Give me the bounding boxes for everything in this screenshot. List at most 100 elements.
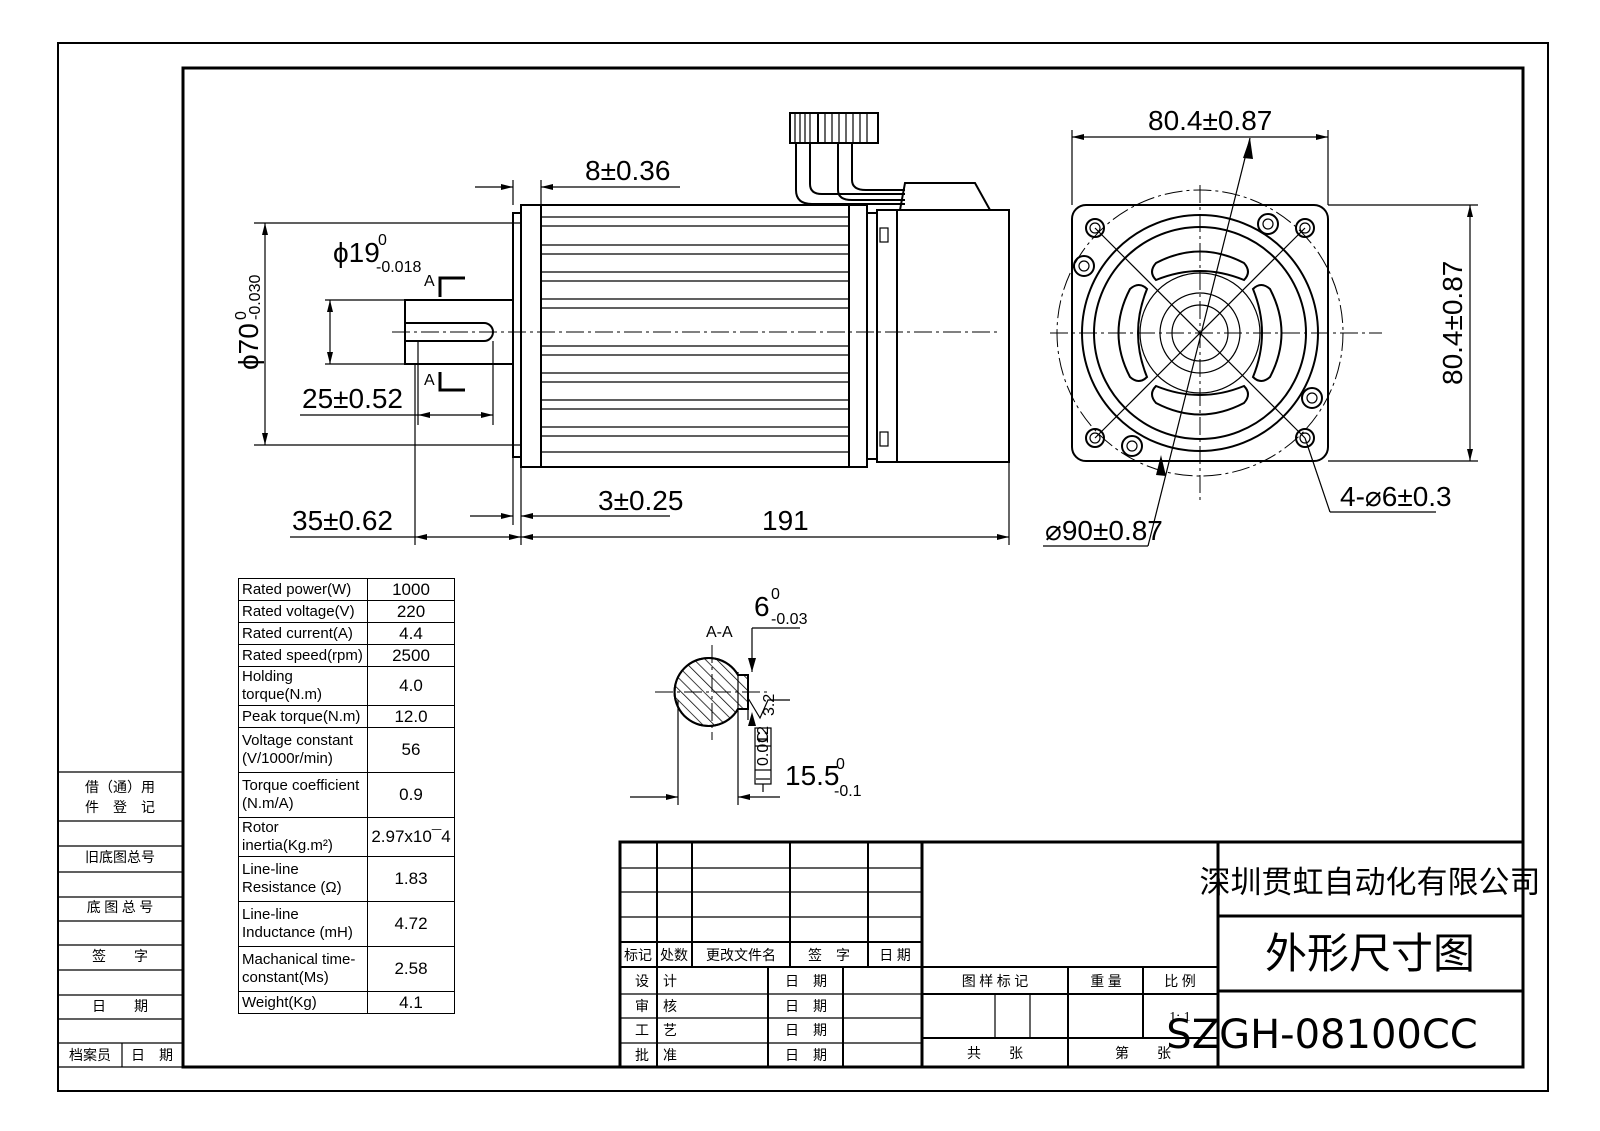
- spec-value: 0.9: [367, 772, 455, 818]
- side-old-drawing-no: 旧底图总号: [85, 850, 155, 866]
- side-row1-a: 借（通）用: [85, 780, 155, 796]
- spec-label: Rated voltage(V): [238, 600, 368, 623]
- dim-bolt-circle: ⌀90±0.87: [1045, 515, 1163, 546]
- spec-value: 56: [367, 727, 455, 773]
- spec-value: 12.0: [367, 705, 455, 728]
- dim-flange-width: 80.4±0.87: [1148, 105, 1272, 136]
- spec-value: 220: [367, 600, 455, 623]
- date-label-1: 日 期: [785, 974, 827, 990]
- side-drawing-no: 底 图 总 号: [87, 900, 154, 916]
- spec-row: Torque coefficient (N.m/A)0.9: [238, 772, 455, 818]
- date-label-2: 日 期: [785, 999, 827, 1015]
- role-design: 设 计: [635, 974, 677, 990]
- spec-value: 2500: [367, 644, 455, 667]
- spec-value: 4.4: [367, 622, 455, 645]
- dim-shaft-dia: ϕ19: [333, 237, 380, 268]
- section-mark-top: A: [424, 273, 435, 290]
- spec-row: Line-line Resistance (Ω)1.83: [238, 856, 455, 902]
- side-date: 日 期: [92, 999, 148, 1015]
- spec-row: Rated voltage(V)220: [238, 600, 455, 623]
- side-view-dimensions: 8±0.36 ϕ70 0 -0.030 ϕ19 0 -0.018 A A 25±…: [233, 155, 1010, 545]
- dim-keyway-width: 6: [754, 591, 770, 622]
- dim-mount-holes: 4-⌀6±0.3: [1340, 481, 1452, 512]
- roughness-value: 3.2: [761, 694, 778, 716]
- dim-shaft-dia-upper: 0: [378, 232, 387, 249]
- dim-keyway-width-upper: 0: [771, 586, 780, 603]
- outer-border: [57, 42, 1549, 1092]
- motor-front-view: [1050, 185, 1382, 500]
- drawing-title: 外形尺寸图: [1265, 929, 1475, 978]
- rev-header-date: 日 期: [879, 948, 911, 964]
- marks-label: 图 样 标 记: [962, 974, 1029, 990]
- spec-value: 1.83: [367, 856, 455, 902]
- spec-row: Weight(Kg)4.1: [238, 991, 455, 1014]
- side-archive-date: 日 期: [131, 1048, 173, 1064]
- spec-label: Voltage constant (V/1000r/min): [238, 727, 368, 773]
- dim-key-length: 25±0.52: [302, 383, 403, 414]
- spec-label: Torque coefficient (N.m/A): [238, 772, 368, 818]
- dim-shaft-length: 35±0.62: [292, 505, 393, 536]
- side-row1-b: 件 登 记: [85, 800, 155, 816]
- spec-label: Machanical time-constant(Ms): [238, 946, 368, 992]
- spec-row: Holding torque(N.m)4.0: [238, 666, 455, 706]
- weight-label: 重 量: [1090, 974, 1122, 990]
- spec-value: 4.0: [367, 666, 455, 706]
- spec-row: Machanical time-constant(Ms)2.58: [238, 946, 455, 992]
- sheets-total: 共 张: [967, 1046, 1023, 1062]
- spec-label: Rated power(W): [238, 578, 368, 601]
- cooling-fins: [541, 216, 849, 453]
- company-name: 深圳贯虹自动化有限公司: [1200, 865, 1541, 901]
- tolerance-datum: C: [755, 731, 772, 743]
- sheet-number: 第 张: [1115, 1045, 1171, 1062]
- spec-label: Rated speed(rpm): [238, 644, 368, 667]
- spec-value: 2.58: [367, 946, 455, 992]
- side-archivist: 档案员: [69, 1047, 111, 1064]
- spec-value: 4.72: [367, 901, 455, 947]
- spec-row: Rated power(W)1000: [238, 578, 455, 601]
- dim-keyway-depth-upper: 0: [836, 756, 845, 773]
- role-approve: 批 准: [635, 1048, 677, 1064]
- dim-keyway-depth-lower: -0.1: [834, 783, 862, 800]
- date-label-3: 日 期: [785, 1023, 827, 1039]
- rev-header-sign: 签 字: [808, 947, 850, 964]
- dim-pilot-dia: ϕ70: [233, 323, 264, 370]
- spec-value: 1000: [367, 578, 455, 601]
- spec-label: Rotor inertia(Kg.m²): [238, 817, 368, 857]
- spec-row: Line-line Inductance (mH)4.72: [238, 901, 455, 947]
- spec-label: Line-line Resistance (Ω): [238, 856, 368, 902]
- side-signature: 签 字: [92, 948, 148, 965]
- spec-row: Rated speed(rpm)2500: [238, 644, 455, 667]
- section-a-a: A-A 6 0 -0.03 3.2 0.012 C: [630, 586, 862, 805]
- rev-header-count: 处数: [660, 948, 688, 964]
- dim-body-length: 191: [762, 505, 809, 536]
- dim-pilot-depth: 3±0.25: [598, 485, 683, 516]
- section-mark-bottom: A: [424, 372, 435, 389]
- model-number: SZGH-08100CC: [1166, 1012, 1477, 1058]
- title-block: 标记 处数 更改文件名 签 字 日 期 设 计 审 核 工 艺 批 准 日 期 …: [618, 840, 1541, 1069]
- scale-value: 1: 1: [1169, 1010, 1190, 1025]
- role-review: 审 核: [635, 999, 677, 1015]
- rev-header-mark: 标记: [624, 948, 652, 964]
- spec-label: Weight(Kg): [238, 991, 368, 1014]
- dim-flange-height: 80.4±0.87: [1437, 261, 1468, 385]
- spec-label: Holding torque(N.m): [238, 666, 368, 706]
- spec-label: Peak torque(N.m): [238, 705, 368, 728]
- dim-pilot-dia-upper: 0: [233, 311, 250, 320]
- spec-value: 4.1: [367, 991, 455, 1014]
- spec-label: Rated current(A): [238, 622, 368, 645]
- spec-row: Rotor inertia(Kg.m²)2.97x10¯4: [238, 817, 455, 857]
- dim-key-width: 8±0.36: [585, 155, 670, 186]
- dim-pilot-dia-lower: -0.030: [247, 275, 264, 320]
- side-register-column: 借（通）用 件 登 记 旧底图总号 底 图 总 号 签 字 日 期 档案员 日 …: [58, 771, 183, 1068]
- date-label-4: 日 期: [785, 1048, 827, 1064]
- spec-row: Voltage constant (V/1000r/min)56: [238, 727, 455, 773]
- connector-pins: [794, 113, 868, 143]
- scale-label: 比 例: [1164, 974, 1196, 990]
- rev-header-file: 更改文件名: [706, 948, 776, 964]
- dim-shaft-dia-lower: -0.018: [376, 259, 421, 276]
- dim-keyway-width-lower: -0.03: [771, 611, 808, 628]
- role-process: 工 艺: [635, 1023, 677, 1039]
- spec-label: Line-line Inductance (mH): [238, 901, 368, 947]
- dim-keyway-depth: 15.5: [785, 760, 840, 791]
